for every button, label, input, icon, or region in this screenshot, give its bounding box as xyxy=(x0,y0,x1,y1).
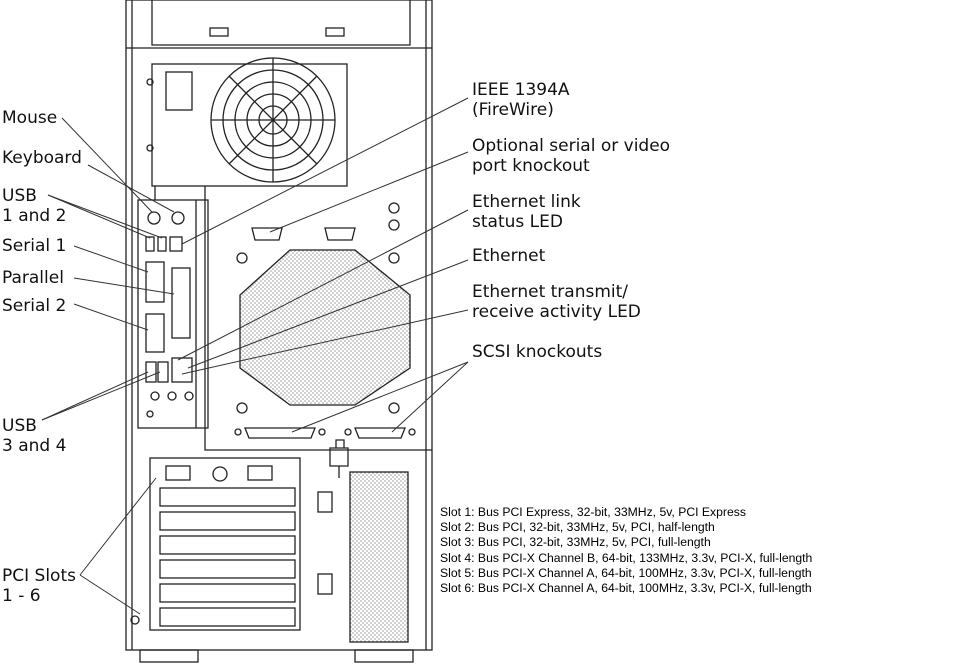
serial-1-port xyxy=(145,261,165,303)
pci-slot-3 xyxy=(159,535,296,555)
side-vent-panel xyxy=(349,471,409,643)
firewire-port xyxy=(169,236,183,252)
label-optional-knockout: Optional serial or video port knockout xyxy=(472,136,671,176)
label-ethernet: Ethernet xyxy=(472,246,546,266)
label-keyboard: Keyboard xyxy=(2,148,82,168)
chassis-outline xyxy=(125,0,433,651)
pci-slot-2 xyxy=(159,511,296,531)
pci-slot-6 xyxy=(159,607,296,627)
optional-knockout-1 xyxy=(251,227,283,241)
label-ethernet-link-led: Ethernet link status LED xyxy=(472,192,581,232)
slot-spec-1: Slot 1: Bus PCI Express, 32-bit, 33MHz, … xyxy=(440,505,746,519)
slot-spec-5: Slot 5: Bus PCI-X Channel A, 64-bit, 100… xyxy=(440,565,812,580)
power-switch xyxy=(165,71,193,111)
io-panel xyxy=(137,199,209,429)
ethernet-port xyxy=(171,357,193,383)
label-parallel: Parallel xyxy=(2,268,64,288)
label-serial-2: Serial 2 xyxy=(2,296,67,316)
slot-spec-3: Slot 3: Bus PCI, 32-bit, 33MHz, 5v, PCI,… xyxy=(440,535,711,550)
keyboard-port xyxy=(171,211,185,225)
label-scsi-knockouts: SCSI knockouts xyxy=(472,342,603,362)
scsi-knockout-1 xyxy=(244,427,316,439)
pci-slot-4 xyxy=(159,559,296,579)
label-mouse: Mouse xyxy=(2,108,58,128)
lock-icon xyxy=(329,439,349,467)
label-firewire: IEEE 1394A (FireWire) xyxy=(472,80,570,120)
serial-2-port xyxy=(145,313,165,353)
optional-knockout-2 xyxy=(324,227,356,241)
pci-slot-cage xyxy=(149,457,301,631)
usb-port-3 xyxy=(145,361,157,383)
rear-vent-grill xyxy=(239,249,411,406)
slot-spec-list: Slot 1: Bus PCI Express, 32-bit, 33MHz, … xyxy=(440,505,812,596)
pci-slot-1 xyxy=(159,487,296,507)
callout-lines xyxy=(41,97,469,615)
fan-icon xyxy=(210,57,336,183)
slot-spec-2: Slot 2: Bus PCI, 32-bit, 33MHz, 5v, PCI,… xyxy=(440,520,715,535)
mouse-port xyxy=(147,211,161,225)
foot-left xyxy=(139,649,199,663)
label-pci-slots: PCI Slots 1 - 6 xyxy=(2,566,76,606)
pci-slot-5 xyxy=(159,583,296,603)
foot-right xyxy=(354,649,414,663)
usb-port-1 xyxy=(145,236,155,252)
top-drive-bay xyxy=(151,0,411,46)
label-ethernet-activity-led: Ethernet transmit/ receive activity LED xyxy=(472,282,641,322)
label-serial-1: Serial 1 xyxy=(2,236,67,256)
slot-spec-4: Slot 4: Bus PCI-X Channel B, 64-bit, 133… xyxy=(440,550,813,565)
usb-port-2 xyxy=(157,236,167,252)
power-supply xyxy=(151,63,348,187)
label-usb-1-2: USB 1 and 2 xyxy=(2,186,67,226)
label-usb-3-4: USB 3 and 4 xyxy=(2,416,67,456)
parallel-port xyxy=(171,267,191,339)
slot-spec-6: Slot 6: Bus PCI-X Channel A, 64-bit, 100… xyxy=(440,581,812,596)
usb-port-4 xyxy=(157,361,169,383)
scsi-knockout-2 xyxy=(354,427,406,439)
